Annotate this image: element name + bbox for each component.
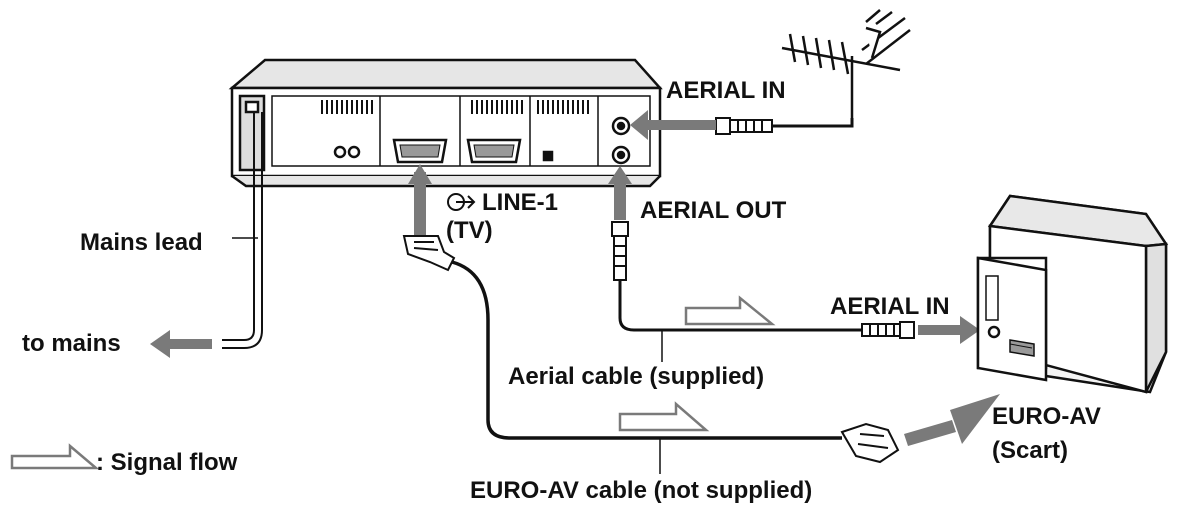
- line1-label: LINE-1: [482, 189, 558, 216]
- television-icon: [976, 194, 1169, 394]
- aerial-cable: [618, 280, 862, 332]
- tv-label: (TV): [446, 217, 493, 244]
- coax-plug-icon: [861, 321, 915, 339]
- line1-arrow: [408, 164, 432, 240]
- line-output-symbol-icon: [447, 193, 476, 211]
- scart-plug-icon: [402, 235, 456, 272]
- signal-flow-arrow-icon: [618, 401, 710, 432]
- to-mains-label: to mains: [22, 330, 121, 357]
- antenna-cable: [772, 118, 854, 128]
- coax-plug-icon: [715, 117, 773, 135]
- vcr-rear-panel-icon: [228, 58, 663, 188]
- aerial-cable-label: Aerial cable (supplied): [508, 363, 764, 390]
- euro-av-arrow: [904, 394, 1000, 446]
- signal-flow-arrow-icon: [684, 295, 776, 326]
- aerial-out-arrow: [608, 166, 632, 220]
- euroav-cable: [451, 260, 842, 440]
- signal-flow-legend-icon: [10, 443, 100, 470]
- aerial-in-top-label: AERIAL IN: [666, 77, 786, 104]
- aerial-out-label: AERIAL OUT: [640, 197, 787, 224]
- aerial-in-tv-label: AERIAL IN: [830, 293, 950, 320]
- antenna-icon: [781, 9, 911, 118]
- aerial-in-tv-arrow: [918, 316, 980, 344]
- signal-flow-label: : Signal flow: [96, 449, 238, 476]
- scart-label: (Scart): [992, 437, 1068, 464]
- euroav-cable-label: EURO-AV cable (not supplied): [470, 477, 812, 504]
- mains-lead-cable: [222, 112, 263, 349]
- mains-lead-label: Mains lead: [80, 229, 203, 256]
- euro-av-label: EURO-AV: [992, 403, 1101, 430]
- coax-plug-icon: [611, 221, 629, 281]
- aerial-in-arrow: [630, 110, 716, 140]
- scart-plug-icon: [840, 422, 900, 464]
- to-mains-arrow: [150, 330, 212, 358]
